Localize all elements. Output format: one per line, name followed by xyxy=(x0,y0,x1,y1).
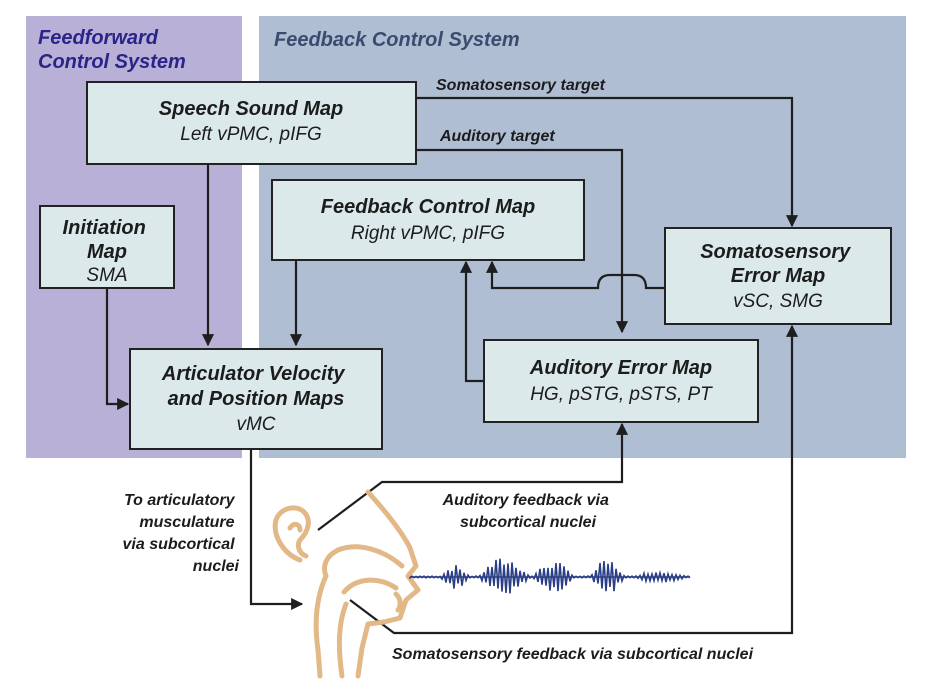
somatosensory-error-map-sub: vSC, SMG xyxy=(733,291,823,312)
connectors xyxy=(105,96,799,635)
initiation-map-sub: SMA xyxy=(86,265,127,286)
motor-output-arrow xyxy=(249,450,304,611)
somatosensory-error-map-title: Somatosensory Error Map xyxy=(700,241,856,287)
initiation-map-box: Initiation Map SMA xyxy=(39,205,175,289)
auditory-error-map-sub: HG, pSTG, pSTS, PT xyxy=(530,384,713,405)
auditory-target-arrow xyxy=(416,148,629,334)
to-musculature-label: To articulatory musculature via subcorti… xyxy=(123,492,240,575)
somatosensory-target-label: Somatosensory target xyxy=(436,77,606,94)
articulator-maps-title: Articulator Velocity and Position Maps xyxy=(161,363,350,410)
speech-sound-map-box: Speech Sound Map Left vPMC, pIFG xyxy=(86,81,417,165)
auditory-error-map-title: Auditory Error Map xyxy=(529,357,712,379)
auditory-error-map-box: Auditory Error Map HG, pSTG, pSTS, PT xyxy=(483,339,759,423)
initiation-map-title: Initiation Map xyxy=(63,217,152,263)
feedback-control-map-sub: Right vPMC, pIFG xyxy=(351,223,505,244)
speech-sound-map-sub: Left vPMC, pIFG xyxy=(180,124,321,145)
somatosensory-target-arrow xyxy=(416,96,799,228)
feedback-region-title: Feedback Control System xyxy=(274,29,520,51)
articulator-maps-sub: vMC xyxy=(236,414,275,435)
auditory-feedback-label: Auditory feedback via subcortical nuclei xyxy=(442,492,614,531)
somatosensory-error-map-box: Somatosensory Error Map vSC, SMG xyxy=(664,227,892,325)
feedback-control-map-box: Feedback Control Map Right vPMC, pIFG xyxy=(271,179,585,261)
speech-sound-map-title: Speech Sound Map xyxy=(159,98,343,120)
auditory-target-label: Auditory target xyxy=(439,128,555,145)
feedback-control-map-title: Feedback Control Map xyxy=(321,196,535,218)
auditory-feedback-arrow xyxy=(317,422,629,531)
somatosensory-feedback-arrow xyxy=(349,324,799,635)
feedforward-region-title: Feedforward Control System xyxy=(38,27,186,73)
somatosensory-feedback-label: Somatosensory feedback via subcortical n… xyxy=(392,646,754,663)
ear-icon xyxy=(272,505,311,563)
articulator-maps-box: Articulator Velocity and Position Maps v… xyxy=(129,348,383,450)
somatosensory-error-to-feedback-control-arrow xyxy=(485,260,665,290)
head-profile-illustration xyxy=(313,489,421,679)
initiation-to-articulator-arrow xyxy=(105,288,130,411)
speech-waveform xyxy=(409,558,691,594)
auditory-error-to-feedback-control-arrow xyxy=(459,260,484,383)
